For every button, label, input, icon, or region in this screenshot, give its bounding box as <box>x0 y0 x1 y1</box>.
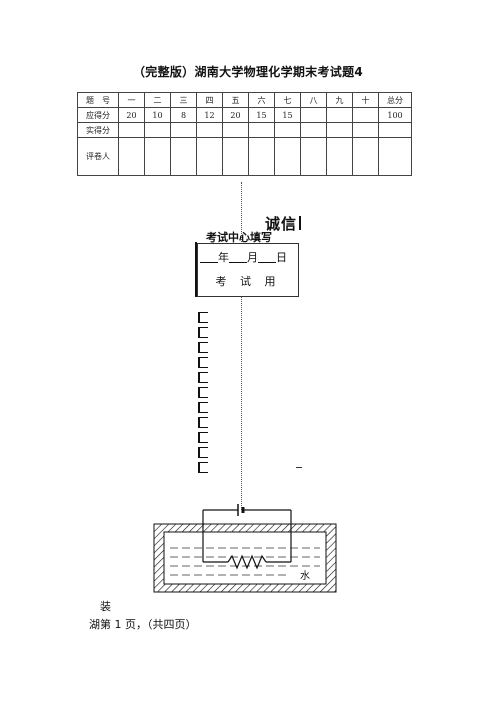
year-label: 年 <box>218 251 229 264</box>
score-table: 题 号 一 二 三 四 五 六 七 八 九 十 总分 应得分 20 10 8 1… <box>77 92 412 176</box>
box-edge-bar <box>195 242 197 297</box>
table-cell <box>300 107 327 123</box>
table-cell: 100 <box>378 107 412 123</box>
table-cell: 15 <box>248 107 275 123</box>
table-cell <box>144 137 171 176</box>
table-header-cell: 四 <box>196 92 223 108</box>
table-header-cell: 六 <box>248 92 275 108</box>
table-cell <box>326 122 353 138</box>
table-cell <box>248 137 275 176</box>
table-cell: 实得分 <box>77 122 119 138</box>
honesty-label: 诚信 <box>265 213 302 234</box>
page-title: （完整版）湖南大学物理化学期末考试题4 <box>132 65 364 79</box>
table-cell <box>118 122 145 138</box>
table-cell <box>222 137 249 176</box>
exam-use-label: 考 试 用 <box>215 275 281 288</box>
table-cell <box>300 137 327 176</box>
table-header-cell: 九 <box>326 92 353 108</box>
month-blank[interactable] <box>229 252 247 263</box>
table-cell: 20 <box>222 107 249 123</box>
table-row: 实得分 <box>77 122 412 138</box>
day-label: 日 <box>276 251 287 264</box>
exam-center-fill-label: 考试中心填写 <box>206 231 272 244</box>
table-cell <box>248 122 275 138</box>
table-cell <box>274 137 301 176</box>
table-cell <box>352 122 379 138</box>
table-cell <box>326 137 353 176</box>
table-cell <box>196 137 223 176</box>
table-cell <box>326 107 353 123</box>
day-blank[interactable] <box>258 252 276 263</box>
table-cell <box>144 122 171 138</box>
table-row: 评卷人 <box>77 137 412 176</box>
table-header-cell: 题 号 <box>77 92 119 108</box>
table-cell <box>378 137 412 176</box>
table-header-cell: 二 <box>144 92 171 108</box>
date-row: 年月日 <box>200 249 287 265</box>
table-header-cell: 三 <box>170 92 197 108</box>
table-cell: 12 <box>196 107 223 123</box>
electrolysis-figure: 水 <box>153 504 337 593</box>
table-cell <box>352 107 379 123</box>
table-header-cell: 五 <box>222 92 249 108</box>
table-header-cell: 七 <box>274 92 301 108</box>
table-cell: 8 <box>170 107 197 123</box>
table-header-cell: 总分 <box>378 92 412 108</box>
year-blank[interactable] <box>200 252 218 263</box>
table-cell <box>196 122 223 138</box>
table-header-cell: 一 <box>118 92 145 108</box>
table-cell: 应得分 <box>77 107 119 123</box>
table-cell <box>300 122 327 138</box>
table-cell: 评卷人 <box>77 137 119 176</box>
water-label: 水 <box>300 570 310 582</box>
table-cell <box>118 137 145 176</box>
binding-label: 装 <box>100 600 111 613</box>
table-cell <box>352 137 379 176</box>
table-cell <box>170 137 197 176</box>
table-row: 题 号 一 二 三 四 五 六 七 八 九 十 总分 <box>77 92 412 108</box>
dash-mark <box>296 467 302 468</box>
table-cell <box>222 122 249 138</box>
exam-date-box: 年 月 日 考 试 用 <box>197 243 299 297</box>
binding-dotted-line <box>241 182 242 510</box>
table-cell: 15 <box>274 107 301 123</box>
table-cell <box>274 122 301 138</box>
table-row: 应得分 20 10 8 12 20 15 15 100 <box>77 107 412 123</box>
table-cell: 10 <box>144 107 171 123</box>
table-cell: 20 <box>118 107 145 123</box>
clipped-vertical-text <box>197 312 211 487</box>
page-footer: 湖第 1 页，（共四页） <box>89 618 197 631</box>
table-header-cell: 八 <box>300 92 327 108</box>
table-cell <box>170 122 197 138</box>
table-cell <box>378 122 412 138</box>
month-label: 月 <box>247 251 258 264</box>
table-header-cell: 十 <box>352 92 379 108</box>
